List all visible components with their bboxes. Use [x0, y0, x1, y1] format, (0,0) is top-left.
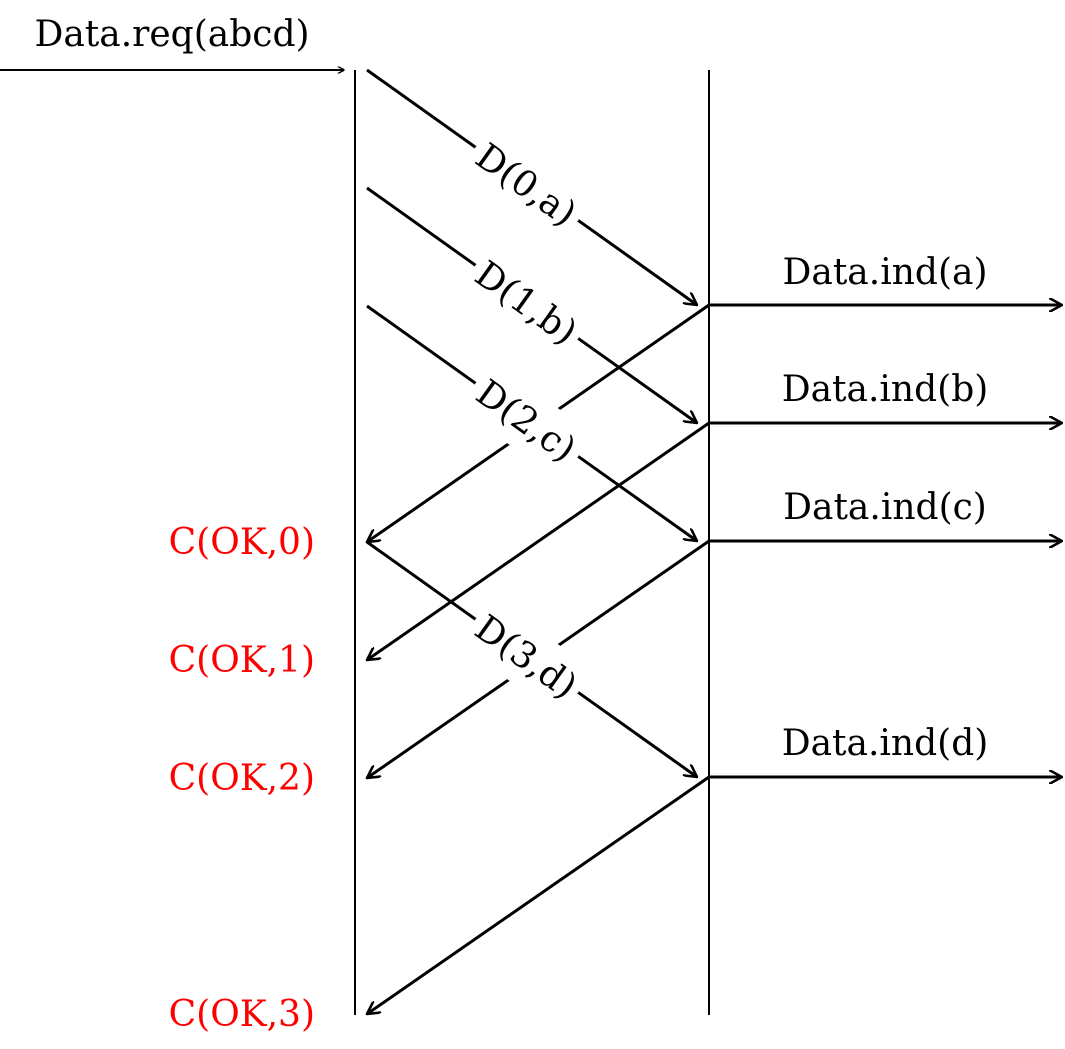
indication-label: Data.ind(b) [782, 369, 989, 410]
request-label: Data.req(abcd) [34, 14, 309, 55]
frame-label-background [457, 242, 595, 364]
confirmation-label: C(OK,1) [169, 640, 315, 681]
confirmation-label: C(OK,2) [169, 758, 315, 799]
confirmation-label: C(OK,3) [169, 994, 315, 1035]
ack-arrow [367, 775, 710, 1014]
confirmation-label: C(OK,0) [169, 522, 315, 563]
ack-arrow [367, 421, 710, 660]
indication-label: Data.ind(c) [783, 487, 987, 528]
frame-label-background [457, 596, 595, 718]
indication-label: Data.ind(a) [783, 252, 988, 293]
frame-label-background [457, 360, 595, 482]
indication-label: Data.ind(d) [782, 723, 989, 764]
frame-label-background [457, 124, 595, 246]
